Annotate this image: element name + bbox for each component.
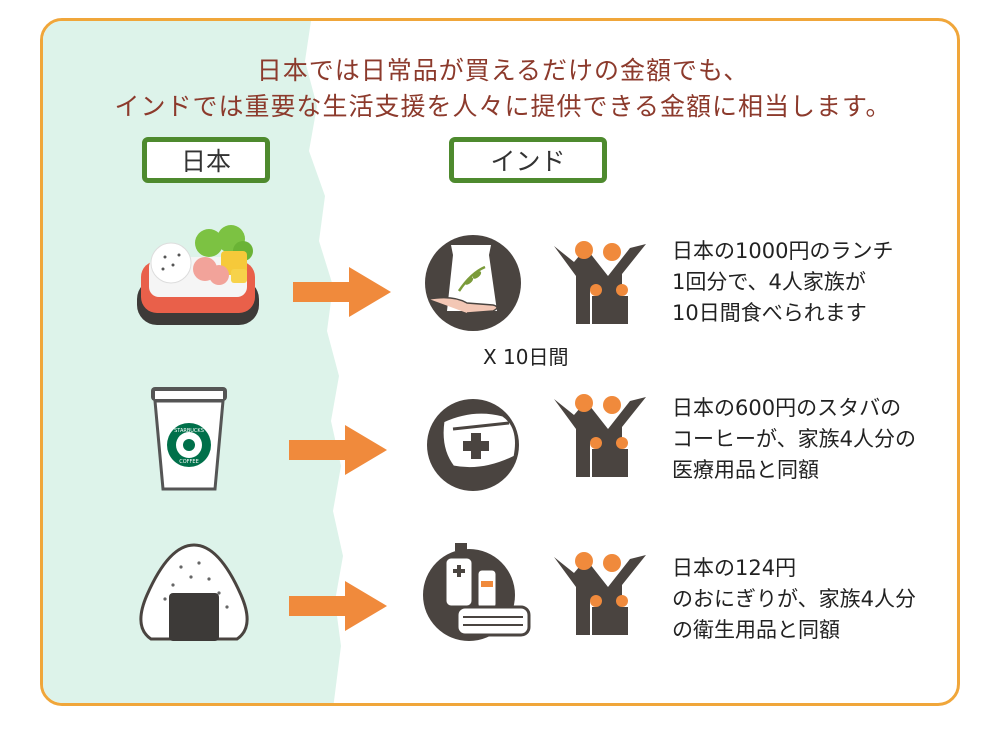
row-1-desc-line-3: 10日間食べられます [672, 301, 867, 325]
row-1-description: 日本の1000円のランチ 1回分で、4人家族が 10日間食べられます [672, 236, 957, 329]
coffee-brand-text: STARBUCKS [174, 428, 204, 434]
india-label: インド [449, 137, 607, 183]
arrow-right-icon [289, 581, 387, 631]
infographic-frame: 日本では日常品が買えるだけの金額でも、 インドでは重要な生活支援を人々に提供でき… [40, 18, 960, 706]
coffee-brand-subtext: COFFEE [179, 459, 199, 465]
row-2-desc-line-2: コーヒーが、家族4人分の [672, 427, 916, 451]
row-1-desc-line-2: 1回分で、4人家族が [672, 270, 866, 294]
food-package-icon [425, 235, 521, 331]
onigiri-icon [139, 543, 249, 641]
row-3-desc-line-2: のおにぎりが、家族4人分 [672, 587, 916, 611]
india-label-text: インド [490, 147, 566, 176]
headline-line-2: インドでは重要な生活支援を人々に提供できる金額に相当します。 [114, 92, 892, 121]
headline-line-1: 日本では日常品が買えるだけの金額でも、 [256, 56, 750, 85]
family-icon [554, 552, 646, 635]
row-3-description: 日本の124円 のおにぎりが、家族4人分 の衛生用品と同額 [672, 553, 957, 646]
family-icon [554, 241, 646, 324]
row-2-description: 日本の600円のスタバの コーヒーが、家族4人分の 医療用品と同額 [672, 393, 957, 486]
row-1-desc-line-1: 日本の1000円のランチ [672, 239, 894, 263]
japan-label-text: 日本 [180, 147, 231, 176]
family-icon [554, 394, 646, 477]
japan-label: 日本 [142, 137, 270, 183]
duration-note: X 10日間 [483, 345, 569, 369]
row-2-desc-line-1: 日本の600円のスタバの [672, 396, 902, 420]
bento-box-icon [137, 225, 259, 325]
row-3-desc-line-1: 日本の124円 [672, 556, 797, 580]
row-2-desc-line-3: 医療用品と同額 [672, 458, 819, 482]
hygiene-products-icon [423, 543, 531, 641]
first-aid-kit-icon [427, 399, 519, 491]
arrow-right-icon [289, 425, 387, 475]
row-3-desc-line-3: の衛生用品と同額 [672, 618, 840, 642]
coffee-cup-icon: STARBUCKS COFFEE [151, 387, 227, 491]
arrow-right-icon [293, 267, 391, 317]
japan-side-background [43, 21, 343, 703]
